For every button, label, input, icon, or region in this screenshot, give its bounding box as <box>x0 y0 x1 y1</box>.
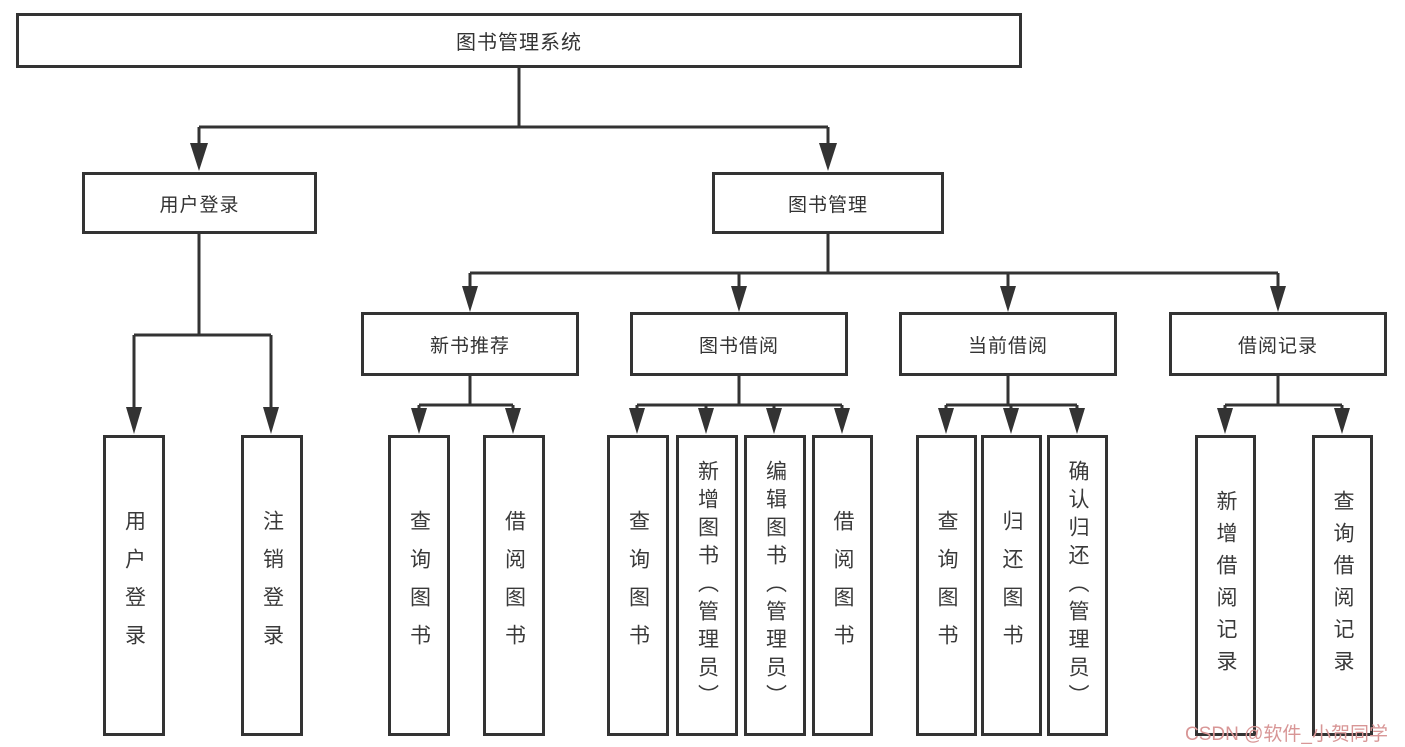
leaf-label: 查询图书 <box>407 509 431 662</box>
node-user-login: 用户登录 <box>82 172 317 234</box>
leaf-add-borrow-record: 新增借阅记录 <box>1195 435 1256 736</box>
leaf-label: 查询图书 <box>626 509 650 662</box>
node-label: 当前借阅 <box>967 335 1048 357</box>
node-label: 图书管理 <box>787 194 868 216</box>
leaf-query-books-current: 查询图书 <box>916 435 977 736</box>
node-label: 用户登录 <box>159 194 240 216</box>
leaf-label: 新增图书（管理员） <box>695 459 719 712</box>
leaf-logout: 注销登录 <box>241 435 303 736</box>
node-book-management: 图书管理 <box>712 172 944 234</box>
leaf-query-books-recommend: 查询图书 <box>388 435 450 736</box>
connector-borrowing-to-leaves <box>635 376 844 413</box>
connector-records-to-leaves <box>1223 376 1344 413</box>
connector-current-to-leaves <box>944 376 1079 413</box>
leaf-label: 编辑图书（管理员） <box>763 459 787 712</box>
leaf-label: 借阅图书 <box>502 509 526 662</box>
leaf-label: 注销登录 <box>260 509 284 662</box>
leaf-label: 新增借阅记录 <box>1214 489 1237 682</box>
node-borrowing-records: 借阅记录 <box>1169 312 1387 376</box>
connector-root-to-level2 <box>197 67 830 148</box>
node-book-borrowing: 图书借阅 <box>630 312 848 376</box>
connector-recommend-to-leaves <box>417 376 515 413</box>
leaf-borrow-books-recommend: 借阅图书 <box>483 435 545 736</box>
leaf-label: 查询借阅记录 <box>1331 489 1354 682</box>
leaf-borrow-books: 借阅图书 <box>812 435 873 736</box>
leaf-add-books-admin: 新增图书（管理员） <box>676 435 738 736</box>
leaf-user-login: 用户登录 <box>103 435 165 736</box>
leaf-query-borrow-record: 查询借阅记录 <box>1312 435 1373 736</box>
leaf-confirm-return-admin: 确认归还（管理员） <box>1047 435 1108 736</box>
node-label: 图书管理系统 <box>456 32 582 54</box>
node-label: 新书推荐 <box>429 335 510 357</box>
leaf-query-books-borrowing: 查询图书 <box>607 435 669 736</box>
leaf-edit-books-admin: 编辑图书（管理员） <box>744 435 806 736</box>
leaf-label: 查询图书 <box>935 509 958 662</box>
node-label: 图书借阅 <box>698 335 779 357</box>
leaf-label: 归还图书 <box>1000 509 1023 662</box>
arrowhead-icons <box>126 143 1350 434</box>
node-new-book-recommendation: 新书推荐 <box>361 312 579 376</box>
leaf-label: 确认归还（管理员） <box>1066 459 1089 712</box>
leaf-label: 借阅图书 <box>831 509 854 662</box>
csdn-watermark: CSDN @软件_小贺同学 <box>1185 724 1388 745</box>
leaf-return-books: 归还图书 <box>981 435 1042 736</box>
connector-book-management-to-level3 <box>468 234 1280 289</box>
connector-user-login-to-leaves <box>132 234 273 411</box>
leaf-label: 用户登录 <box>122 509 146 662</box>
node-library-management-system: 图书管理系统 <box>16 13 1022 68</box>
node-label: 借阅记录 <box>1237 335 1318 357</box>
node-current-borrowing: 当前借阅 <box>899 312 1117 376</box>
